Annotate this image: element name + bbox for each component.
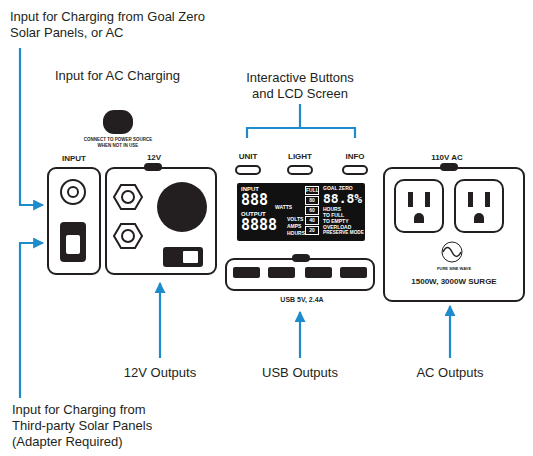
lcd-text: INPUT [241,186,259,192]
anderson-slot [66,235,80,254]
leader-lines [20,48,450,398]
12v-posts [114,185,142,248]
lcd-text: OVERLOAD [323,225,351,230]
solar-input-port [61,180,85,204]
panel-label: LIGHT [286,153,314,161]
usb-port [305,267,332,278]
panel-label: PURE SINE WAVE [435,267,473,271]
panel-label: 1500W, 3000W SURGE [409,278,498,286]
panel-label: INPUT [60,155,88,163]
lcd-text: OUTPUT [241,211,266,217]
hex-post [114,224,142,248]
unit-button: UNIT [235,165,261,175]
post-hole [122,191,134,203]
sine-symbol [442,242,462,262]
panel-label: UNIT [237,153,260,161]
callout-label: Input for Charging from Third-party Sola… [12,402,182,450]
car-socket [157,182,207,232]
lcd-screen: INPUT888WATTS OUTPUT8888 VOLTS AMPS HOURS FUL… [237,183,365,241]
callout-label: 12V Outputs [110,365,210,381]
outlet-slot [468,192,473,207]
outlet-ground [414,213,424,223]
input-panel: INPUT [47,167,101,275]
hex-post [114,185,142,209]
outlet-slot [485,192,490,207]
sine-wave [443,248,461,257]
lcd-text: 80 [305,196,319,205]
post-hole [122,230,134,242]
callout-label: USB Outputs [250,365,350,381]
lcd-text: 888 [241,193,268,208]
lcd-text: 20 [305,226,319,235]
port-pin [68,187,78,197]
outlet-ground [474,213,484,223]
lcd-text: 60 [305,206,319,215]
panel-label: 110V AC [429,154,465,162]
outlet-slot [425,192,430,207]
lcd-text: WATTS [275,205,292,210]
leader-line [299,312,301,358]
lcd-text: HOURS [287,231,305,236]
port-note: CONNECT TO POWER SOURCE WHEN NOT IN USE [80,137,156,148]
12v-panel: 12V [105,167,217,275]
12v-switch [163,247,203,267]
outlet-slot [408,192,413,207]
lcd-text: TO EMPTY [323,219,348,224]
callout-label: Input for AC Charging [55,68,195,84]
callout-label: AC Outputs [400,365,500,381]
bracket [247,128,355,138]
ac-panel: 110V ACPURE SINE WAVE1500W, 3000W SURGE [383,167,525,302]
lcd-text: PRESERVE MODE [323,231,364,236]
usb-port [268,267,295,278]
usb-port [340,267,367,278]
panel-label: 12V [145,154,163,162]
lcd-text: FULL [305,186,319,195]
panel-label: INFO [343,153,366,161]
panel-label: USB 5V, 2.4A [278,296,325,303]
lcd-text: 8888 [241,218,277,233]
leader-line [20,48,43,205]
usb-panel: USB 5V, 2.4A [225,258,375,291]
info-button: INFO [342,165,368,175]
ac-outlet [395,180,443,232]
light-button: LIGHT [287,165,313,175]
leader-line [299,104,301,128]
leader-line [159,283,161,358]
lcd-text: TO FULL [323,213,344,218]
anderson-port [60,222,86,262]
lcd-text: VOLTS [287,217,303,222]
usb-ports [233,267,367,278]
lcd-text: 88.8% [323,192,362,205]
callout-label: Interactive Buttons and LCD Screen [235,70,365,102]
leader-line [20,243,43,398]
ac-charge-port [103,110,133,134]
switch-rocker [183,251,198,263]
lcd-text: AMPS [287,224,301,229]
leader-line [449,306,451,358]
ac-outlet [455,180,503,232]
usb-port [233,267,260,278]
callout-label: Input for Charging from Goal Zero Solar … [10,9,230,41]
lcd-text: HOURS [323,207,341,212]
lcd-text: GOAL ZERO [323,186,353,191]
lcd-text: 40 [305,216,319,225]
ac-outlets [395,180,503,232]
